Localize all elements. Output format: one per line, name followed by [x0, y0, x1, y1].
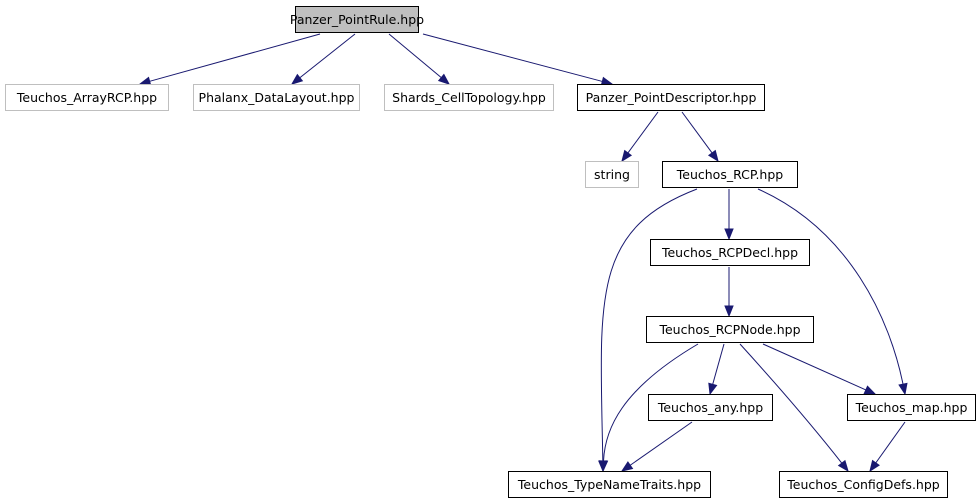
node-box	[650, 239, 810, 266]
arrowhead	[898, 382, 908, 396]
node-box	[508, 471, 711, 498]
node-teuchos-rcpdecl-hpp[interactable]: Teuchos_RCPDecl.hpp	[650, 239, 810, 266]
edge-line	[149, 33, 321, 82]
edge-n4-n6	[681, 111, 719, 163]
node-teuchos-any-hpp[interactable]: Teuchos_any.hpp	[648, 394, 773, 421]
node-box	[585, 161, 639, 188]
node-box	[779, 471, 948, 498]
node-box	[193, 84, 360, 111]
node-phalanx-datalayout-hpp: Phalanx_DataLayout.hpp	[193, 84, 360, 111]
node-label: Panzer_PointDescriptor.hpp	[586, 90, 757, 105]
edge-n6-n7	[724, 189, 734, 241]
arrowhead	[621, 149, 633, 163]
arrowhead	[598, 460, 609, 473]
edge-n0-n3	[388, 33, 451, 85]
edge-line	[602, 343, 699, 462]
edge-line	[299, 33, 356, 79]
node-box	[847, 394, 976, 421]
node-label: Shards_CellTopology.hpp	[392, 90, 546, 105]
node-label: Teuchos_any.hpp	[657, 400, 763, 415]
nodes-layer: Panzer_PointRule.hppTeuchos_ArrayRCP.hpp…	[5, 6, 976, 498]
node-label: Teuchos_ArrayRCP.hpp	[16, 90, 157, 105]
node-teuchos-configdefs-hpp[interactable]: Teuchos_ConfigDefs.hpp	[779, 471, 948, 498]
edge-n9-n11	[620, 421, 693, 472]
node-box	[662, 161, 798, 188]
node-string: string	[585, 161, 639, 188]
arrowhead	[724, 228, 734, 241]
node-label: Phalanx_DataLayout.hpp	[199, 90, 355, 105]
node-label: Teuchos_RCP.hpp	[676, 167, 784, 182]
arrowhead	[708, 382, 718, 396]
arrowhead	[290, 73, 304, 85]
arrowhead	[863, 385, 877, 395]
edge-n8-n10	[762, 343, 877, 395]
edge-n8-n12	[739, 343, 849, 473]
edge-n0-n4	[422, 33, 614, 86]
node-label: Teuchos_map.hpp	[855, 400, 968, 415]
edge-n8-n9	[708, 343, 725, 396]
arrowhead	[707, 149, 719, 163]
node-label: Teuchos_TypeNameTraits.hpp	[517, 477, 701, 492]
edges-layer	[138, 33, 908, 473]
node-label: Panzer_PointRule.hpp	[290, 12, 424, 27]
edge-line	[739, 343, 843, 464]
edge-line	[681, 111, 713, 154]
node-label: Teuchos_RCPNode.hpp	[658, 322, 800, 337]
node-teuchos-arrayrcp-hpp: Teuchos_ArrayRCP.hpp	[5, 84, 169, 111]
edge-line	[712, 343, 725, 385]
edge-line	[762, 343, 867, 391]
node-teuchos-rcp-hpp[interactable]: Teuchos_RCP.hpp	[662, 161, 798, 188]
node-box	[295, 6, 419, 33]
node-box	[577, 84, 765, 111]
node-label: string	[594, 167, 630, 182]
edge-line	[629, 421, 693, 466]
node-box	[648, 394, 773, 421]
arrowhead	[724, 305, 734, 318]
edge-n4-n5	[621, 111, 659, 163]
arrowhead	[869, 459, 880, 473]
node-shards-celltopology-hpp: Shards_CellTopology.hpp	[384, 84, 554, 111]
arrowhead	[437, 73, 451, 85]
edge-line	[422, 33, 603, 82]
node-box	[5, 84, 169, 111]
arrowhead	[837, 459, 849, 473]
edge-n8-n11	[598, 343, 699, 473]
edge-line	[875, 421, 906, 464]
edge-line	[600, 188, 698, 462]
node-teuchos-typenametraits-hpp[interactable]: Teuchos_TypeNameTraits.hpp	[508, 471, 711, 498]
node-teuchos-map-hpp[interactable]: Teuchos_map.hpp	[847, 394, 976, 421]
node-label: Teuchos_RCPDecl.hpp	[661, 245, 798, 260]
edge-line	[388, 33, 442, 78]
arrowhead	[620, 461, 634, 472]
edge-n6-n10	[757, 188, 908, 396]
edge-n0-n1	[138, 33, 321, 86]
node-panzer-pointrule-hpp[interactable]: Panzer_PointRule.hpp	[290, 6, 424, 33]
edge-n7-n8	[724, 267, 734, 318]
edge-n10-n12	[869, 421, 906, 473]
edge-n0-n2	[290, 33, 356, 85]
edge-line	[627, 111, 659, 154]
node-panzer-pointdescriptor-hpp[interactable]: Panzer_PointDescriptor.hpp	[577, 84, 765, 111]
node-label: Teuchos_ConfigDefs.hpp	[786, 477, 939, 492]
node-box	[646, 316, 814, 343]
node-teuchos-rcpnode-hpp[interactable]: Teuchos_RCPNode.hpp	[646, 316, 814, 343]
edge-line	[757, 188, 904, 385]
node-box	[384, 84, 554, 111]
